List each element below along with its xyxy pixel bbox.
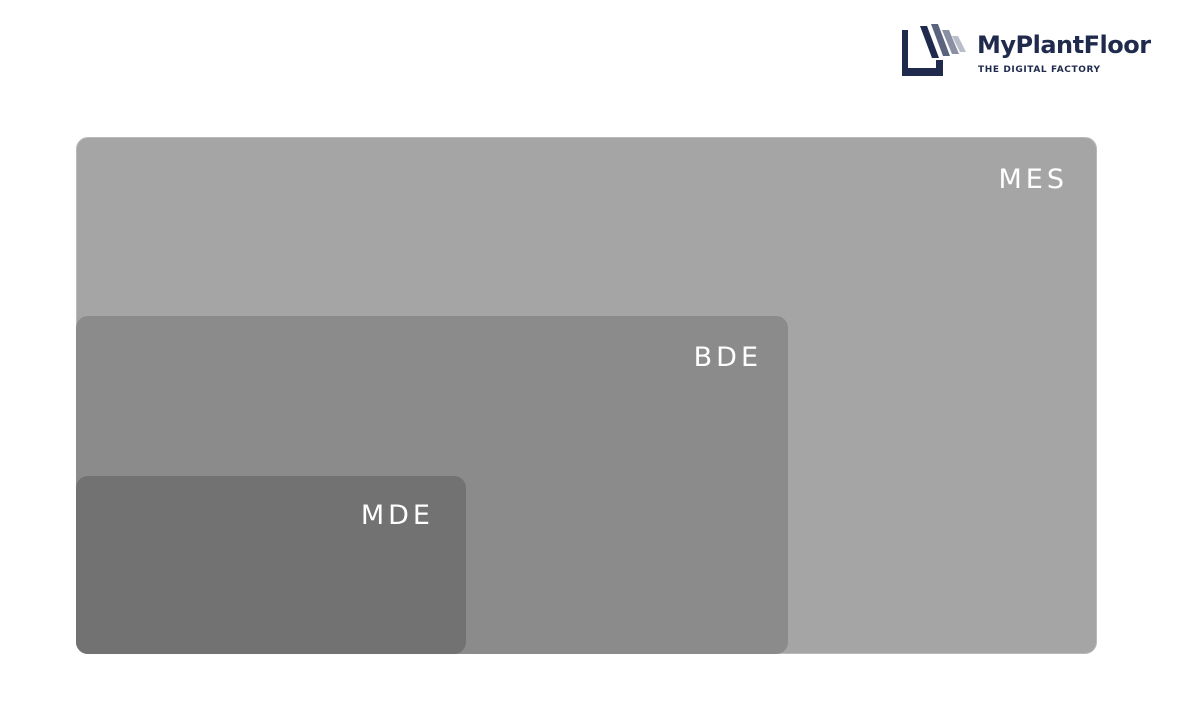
brand-tagline: THE DIGITAL FACTORY (978, 65, 1101, 75)
mde-layer-box: MDE (76, 476, 466, 654)
brand-logo: MyPlantFloor THE DIGITAL FACTORY (902, 24, 1162, 80)
factory-roof-icon (902, 24, 966, 76)
mde-label: MDE (360, 500, 434, 531)
mes-label: MES (998, 164, 1068, 195)
bde-label: BDE (693, 342, 762, 373)
brand-name: MyPlantFloor (977, 31, 1151, 59)
